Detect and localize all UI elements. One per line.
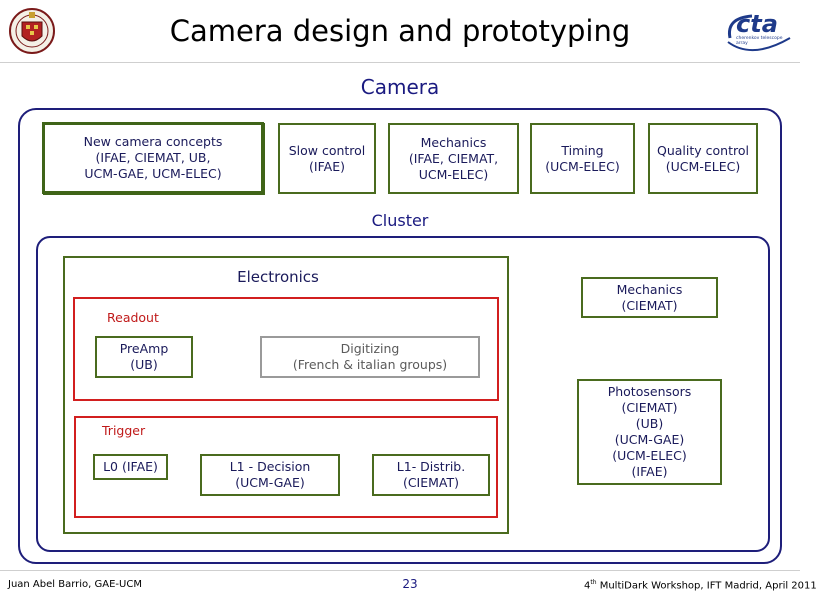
page-number: 23 [402, 577, 418, 591]
footer-event: 4th MultiDark Workshop, IFT Madrid, Apri… [584, 579, 817, 591]
trigger-frame [74, 416, 498, 518]
header-divider [0, 62, 800, 63]
camera-label: Camera [360, 75, 440, 99]
new-camera-concepts-box: New camera concepts (IFAE, CIEMAT, UB, U… [42, 122, 264, 194]
university-seal-logo [8, 6, 56, 56]
timing-box: Timing (UCM-ELEC) [530, 123, 635, 194]
preamp-box: PreAmp (UB) [95, 336, 193, 378]
cluster-label: Cluster [371, 211, 429, 230]
electronics-label: Electronics [237, 268, 319, 286]
camera-mechanics-box: Mechanics (IFAE, CIEMAT, UCM-ELEC) [388, 123, 519, 194]
l1-decision-box: L1 - Decision (UCM-GAE) [200, 454, 340, 496]
footer-divider [0, 570, 800, 571]
footer-event-num: 4 [584, 580, 591, 592]
electronics-frame [63, 256, 509, 534]
footer-event-rest: MultiDark Workshop, IFT Madrid, April 20… [596, 580, 817, 592]
l1-distrib-box: L1- Distrib. (CIEMAT) [372, 454, 490, 496]
photosensors-box: Photosensors (CIEMAT) (UB) (UCM-GAE) (UC… [577, 379, 722, 485]
camera-frame [18, 108, 782, 564]
slow-control-box: Slow control (IFAE) [278, 123, 376, 194]
trigger-label: Trigger [102, 423, 146, 438]
cluster-mechanics-box: Mechanics (CIEMAT) [581, 277, 718, 318]
cta-logo-text: cta [736, 10, 778, 38]
digitizing-box: Digitizing (French & italian groups) [260, 336, 480, 378]
slide-title: Camera design and prototyping [169, 14, 631, 48]
footer-event-sup: th [590, 579, 597, 586]
quality-control-box: Quality control (UCM-ELEC) [648, 123, 758, 194]
readout-label: Readout [107, 310, 159, 325]
cta-logo-subtext: cherenkov telescope array [736, 36, 783, 46]
cluster-frame [36, 236, 770, 552]
footer-author: Juan Abel Barrio, GAE-UCM [8, 579, 142, 590]
l0-box: L0 (IFAE) [93, 454, 168, 480]
cta-logo: cta cherenkov telescope array [722, 8, 794, 56]
readout-frame [73, 297, 499, 401]
